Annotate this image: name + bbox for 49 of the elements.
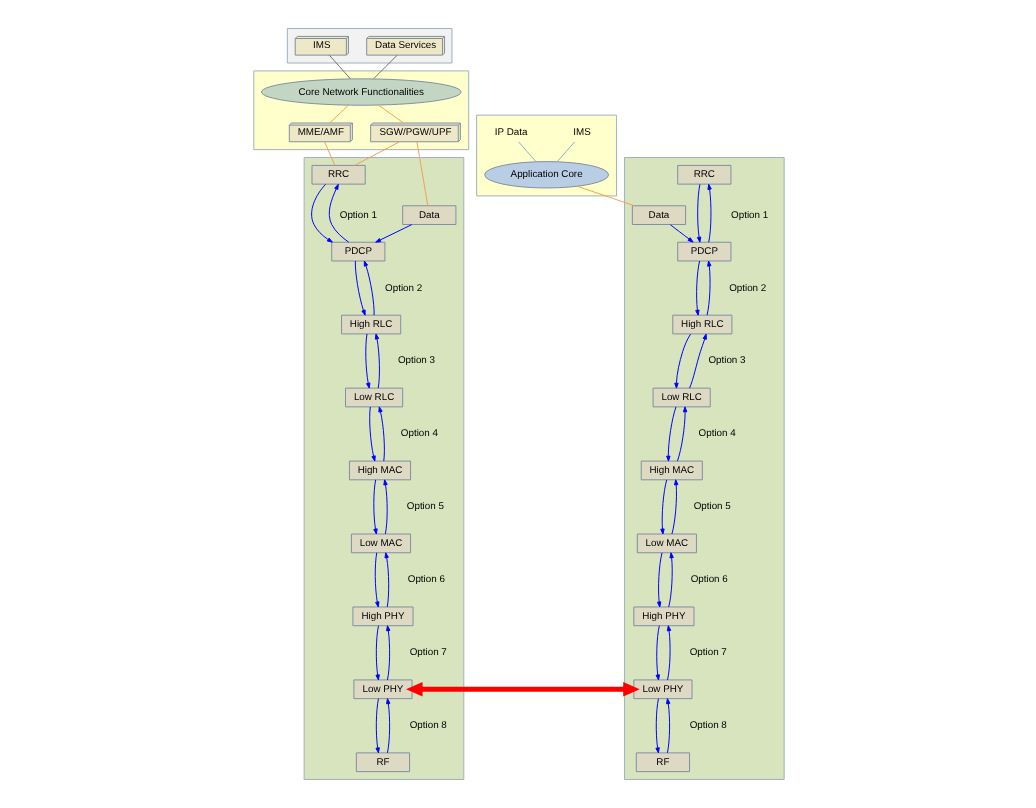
arrow	[374, 698, 379, 754]
arrow	[675, 406, 687, 462]
cluster	[285, 28, 452, 64]
arrow	[705, 260, 711, 316]
arrow	[374, 224, 412, 243]
cluster	[475, 114, 617, 197]
connector	[576, 185, 634, 207]
arrow	[362, 260, 374, 316]
arrow	[668, 224, 693, 243]
connector	[327, 54, 350, 80]
arrow	[385, 698, 390, 754]
connector	[353, 141, 399, 166]
arrow	[377, 406, 384, 462]
arrow	[327, 183, 349, 243]
connector	[517, 141, 536, 163]
arrow	[353, 260, 365, 316]
arrow	[385, 625, 390, 681]
arrow	[374, 625, 379, 681]
cluster	[252, 70, 469, 151]
connector	[376, 104, 404, 124]
arrow	[372, 479, 377, 535]
arrow	[373, 552, 379, 608]
connector	[372, 54, 397, 80]
arrow	[383, 552, 389, 608]
arrow	[654, 698, 659, 754]
arrow	[368, 406, 375, 462]
arrow	[655, 552, 662, 608]
connector	[555, 141, 575, 163]
connector	[323, 141, 335, 166]
arrow	[667, 552, 673, 608]
arrow	[382, 479, 387, 535]
arrow	[670, 479, 678, 535]
arrow	[665, 625, 671, 681]
arrow	[654, 625, 659, 681]
arrow	[659, 479, 667, 535]
arrow	[694, 260, 700, 316]
arrow	[706, 183, 711, 243]
connector	[328, 105, 348, 124]
arrow	[665, 406, 676, 462]
arrow	[673, 333, 691, 389]
arrow	[364, 333, 370, 389]
arrow	[695, 183, 701, 243]
cluster	[302, 157, 464, 780]
arrow	[373, 333, 379, 389]
arrow	[405, 682, 639, 697]
connector	[415, 141, 428, 207]
arrow	[665, 698, 670, 754]
arrow	[310, 183, 332, 243]
arrow	[688, 333, 706, 389]
